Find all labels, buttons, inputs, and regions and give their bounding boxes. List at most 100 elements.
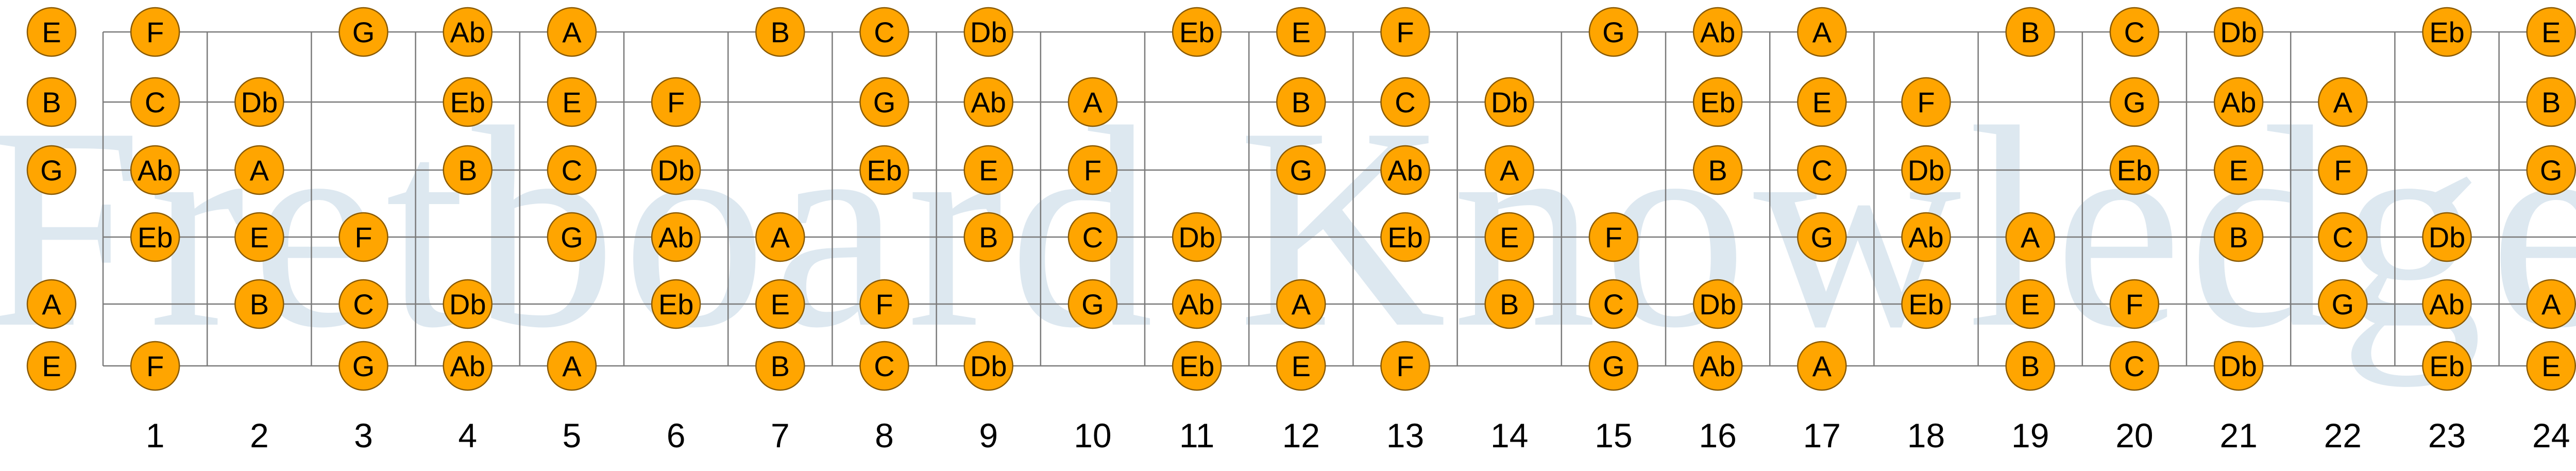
fret-15-string-6-note-label: G [1602, 350, 1625, 382]
fret-20-string-2-note-marker [2109, 77, 2160, 127]
fret-21-string-2-note-label: Ab [2221, 86, 2257, 119]
fret-17-string-2-note-label: E [1812, 86, 1832, 119]
fret-10-string-3-note-marker [1067, 145, 1118, 195]
fret-4-string-1-note-marker [443, 7, 493, 57]
fret-13-string-1-note-marker [1380, 7, 1430, 57]
fret-number-19: 19 [2011, 416, 2049, 455]
fret-15-string-4-note-marker [1588, 212, 1639, 262]
open-string-6-note-marker [26, 341, 77, 391]
fret-15-string-1-note-marker [1588, 7, 1639, 57]
fret-number-5: 5 [563, 416, 582, 455]
fret-14-string-2-note-marker [1484, 77, 1534, 127]
fret-20-string-3-note-label: Eb [2117, 154, 2153, 187]
fret-22-string-5-note-label: G [2332, 288, 2354, 321]
fret-8-string-1-note-label: C [874, 16, 894, 48]
open-string-1-note-label: E [42, 16, 61, 48]
open-string-1-note-marker [26, 7, 77, 57]
open-string-5-note-label: A [42, 288, 61, 321]
fret-1-string-1-note-marker [130, 7, 180, 57]
fret-7-string-5-note-marker [755, 279, 805, 329]
fret-13-string-1-note-label: F [1396, 16, 1414, 48]
fret-15-string-1-note-label: G [1602, 16, 1625, 48]
fret-4-string-3-note-label: B [458, 154, 477, 187]
fret-5-string-3-note-label: C [562, 154, 582, 187]
fret-21-string-6-note-marker [2213, 341, 2264, 391]
fret-8-string-5-note-marker [859, 279, 909, 329]
fret-4-string-5-note-label: Db [449, 288, 486, 321]
fret-23-string-6-note-marker [2422, 341, 2472, 391]
fret-12-string-6-note-label: E [1292, 350, 1311, 382]
fret-1-string-2-note-label: C [145, 86, 165, 119]
fret-23-string-1-note-marker [2422, 7, 2472, 57]
fret-22-string-5-note-marker [2318, 279, 2368, 329]
fret-7-string-1-note-marker [755, 7, 805, 57]
fret-18-string-5-note-marker [1901, 279, 1951, 329]
fret-8-string-5-note-label: F [875, 288, 893, 321]
fret-20-string-5-note-marker [2109, 279, 2160, 329]
fret-4-string-5-note-marker [443, 279, 493, 329]
fret-21-string-1-note-label: Db [2220, 16, 2257, 48]
fret-23-string-5-note-label: Ab [2429, 288, 2465, 321]
fret-8-string-2-note-label: G [873, 86, 896, 119]
fret-2-string-5-note-label: B [250, 288, 269, 321]
fret-17-string-4-note-marker [1797, 212, 1847, 262]
fret-14-string-5-note-marker [1484, 279, 1534, 329]
fret-number-21: 21 [2219, 416, 2257, 455]
fret-24-string-3-note-label: G [2540, 154, 2563, 187]
fret-14-string-3-note-marker [1484, 145, 1534, 195]
fret-5-string-1-note-label: A [562, 16, 582, 48]
fret-3-string-5-note-marker [338, 279, 388, 329]
fret-11-string-5-note-marker [1172, 279, 1222, 329]
fret-number-8: 8 [875, 416, 894, 455]
fret-5-string-1-note-marker [547, 7, 597, 57]
fret-5-string-2-note-marker [547, 77, 597, 127]
fret-24-string-6-note-marker [2526, 341, 2576, 391]
note-markers: EBGAEFCAbEbFDbAEBGFCGAbEbBDbAbAECGAFDbAb… [26, 7, 2576, 391]
fret-22-string-2-note-marker [2318, 77, 2368, 127]
fret-23-string-6-note-label: Eb [2429, 350, 2465, 382]
fret-6-string-2-note-marker [651, 77, 701, 127]
fret-17-string-3-note-label: C [1811, 154, 1832, 187]
fret-20-string-5-note-label: F [2126, 288, 2143, 321]
fret-24-string-2-note-label: B [2541, 86, 2561, 119]
fret-21-string-3-note-label: E [2229, 154, 2248, 187]
fret-5-string-4-note-label: G [561, 221, 583, 254]
fret-20-string-1-note-marker [2109, 7, 2160, 57]
fret-19-string-4-note-marker [2005, 212, 2055, 262]
fret-24-string-5-note-label: A [2541, 288, 2561, 321]
fret-number-7: 7 [771, 416, 790, 455]
fret-7-string-4-note-label: A [771, 221, 790, 254]
fret-number-23: 23 [2428, 416, 2466, 455]
fret-7-string-4-note-marker [755, 212, 805, 262]
fret-7-string-6-note-marker [755, 341, 805, 391]
fret-number-10: 10 [1074, 416, 1111, 455]
fret-11-string-6-note-label: Eb [1179, 350, 1215, 382]
fret-number-3: 3 [354, 416, 373, 455]
fret-3-string-6-note-label: G [352, 350, 375, 382]
fret-16-string-6-note-marker [1692, 341, 1743, 391]
fret-16-string-1-note-marker [1692, 7, 1743, 57]
fret-12-string-3-note-marker [1276, 145, 1326, 195]
fret-11-string-4-note-marker [1172, 212, 1222, 262]
fret-24-string-3-note-marker [2526, 145, 2576, 195]
fret-6-string-5-note-label: Eb [658, 288, 694, 321]
fret-17-string-6-note-marker [1797, 341, 1847, 391]
fret-number-24: 24 [2532, 416, 2570, 455]
fret-16-string-3-note-label: B [1708, 154, 1727, 187]
fret-20-string-6-note-marker [2109, 341, 2160, 391]
fret-number-20: 20 [2115, 416, 2153, 455]
open-string-2-note-label: B [42, 86, 61, 119]
fret-4-string-6-note-label: Ab [450, 350, 485, 382]
fret-11-string-6-note-marker [1172, 341, 1222, 391]
fret-2-string-2-note-label: Db [241, 86, 278, 119]
fret-12-string-5-note-label: A [1292, 288, 1311, 321]
fret-1-string-6-note-marker [130, 341, 180, 391]
fret-1-string-3-note-label: Ab [138, 154, 173, 187]
fret-19-string-5-note-marker [2005, 279, 2055, 329]
fret-10-string-5-note-marker [1067, 279, 1118, 329]
fret-24-string-2-note-marker [2526, 77, 2576, 127]
fret-12-string-6-note-marker [1276, 341, 1326, 391]
fret-21-string-4-note-marker [2213, 212, 2264, 262]
fret-16-string-2-note-label: Eb [1700, 86, 1736, 119]
fret-number-11: 11 [1179, 416, 1215, 455]
